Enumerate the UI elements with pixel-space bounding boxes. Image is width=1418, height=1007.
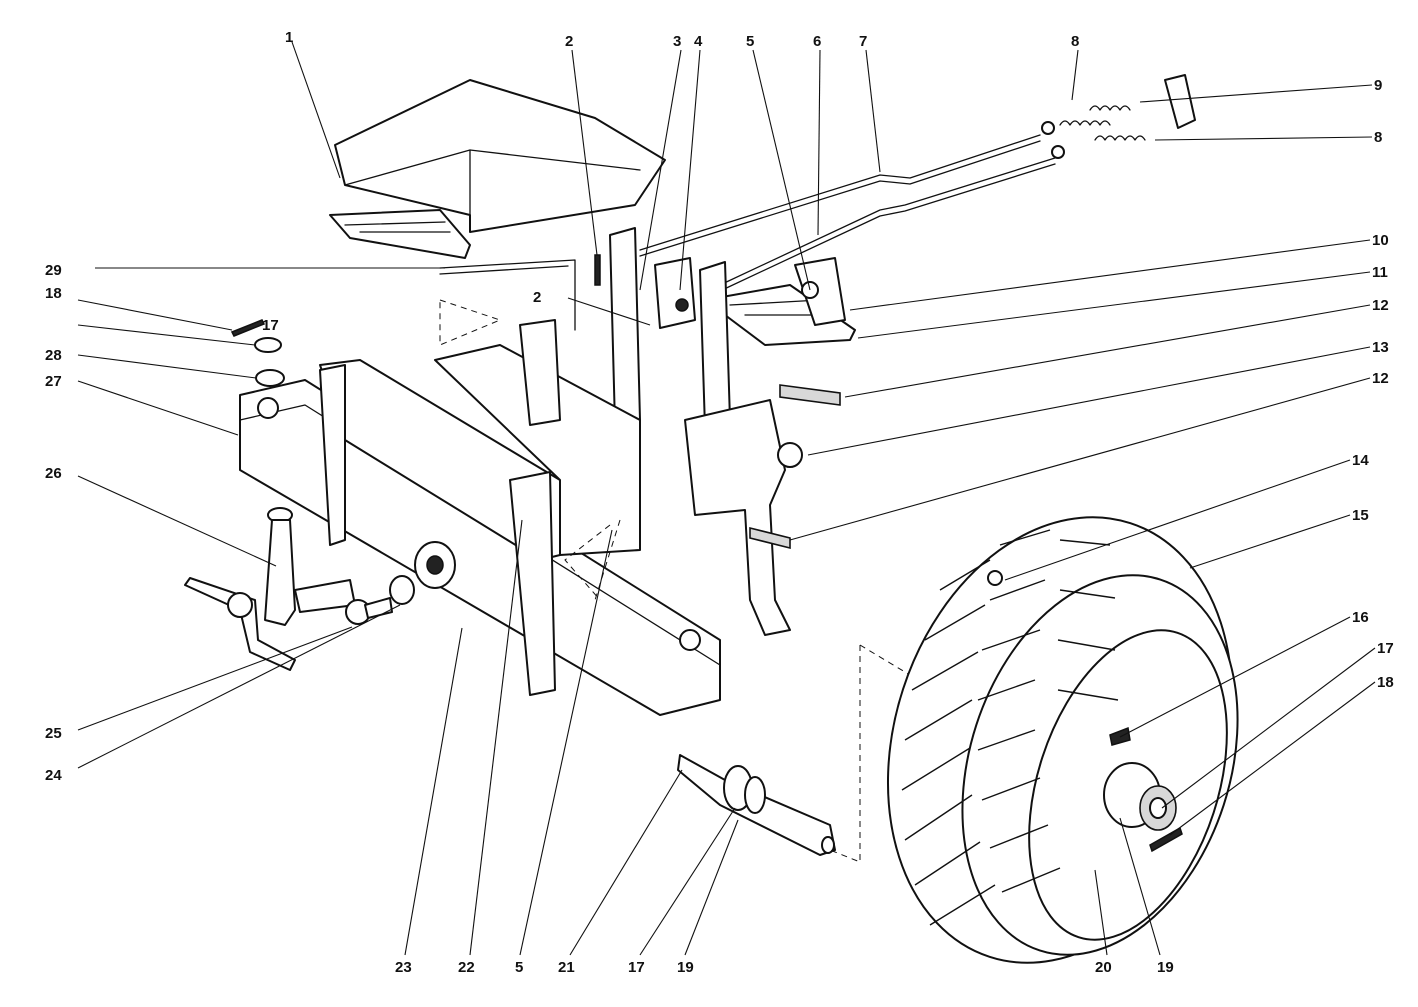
callout-13: 13 (1372, 339, 1389, 356)
callout-17: 17 (262, 317, 279, 334)
callout-18: 18 (45, 285, 62, 302)
callout-5: 5 (515, 959, 523, 976)
callout-12: 12 (1372, 297, 1389, 314)
callout-12: 12 (1372, 370, 1389, 387)
callout-numbers: 1 2 2 3 4 5 6 7 8 8 9 10 11 12 12 13 14 … (45, 29, 1394, 976)
callout-15: 15 (1352, 507, 1369, 524)
rear-wheel-tire (886, 516, 1239, 964)
bolt-and-bushing (345, 541, 456, 625)
callout-26: 26 (45, 465, 62, 482)
callout-25: 25 (45, 725, 62, 742)
callout-21: 21 (558, 959, 575, 976)
mounting-brackets (594, 227, 731, 429)
callout-6: 6 (813, 33, 821, 50)
assembly-lines (439, 299, 936, 863)
callout-5: 5 (746, 33, 754, 50)
callout-2: 2 (565, 33, 573, 50)
callout-3: 3 (673, 33, 681, 50)
callout-9: 9 (1374, 77, 1382, 94)
springs-and-clevis (1041, 74, 1196, 159)
callout-11: 11 (1372, 264, 1388, 281)
callout-27: 27 (45, 373, 62, 390)
callout-2: 2 (533, 289, 541, 306)
callout-10: 10 (1372, 232, 1389, 249)
callout-29: 29 (45, 262, 62, 279)
callout-14: 14 (1352, 452, 1369, 469)
seat-fender-panel (329, 79, 666, 259)
parts-artwork (184, 74, 1239, 964)
callout-8: 8 (1071, 33, 1079, 50)
callout-23: 23 (395, 959, 412, 976)
callout-18: 18 (1377, 674, 1394, 691)
callout-17: 17 (628, 959, 645, 976)
callout-4: 4 (694, 33, 703, 50)
callout-19: 19 (677, 959, 694, 976)
callout-19: 19 (1157, 959, 1174, 976)
main-frame (239, 319, 721, 716)
callout-28: 28 (45, 347, 62, 364)
callout-8: 8 (1374, 129, 1382, 146)
axle-support-plate (684, 281, 841, 636)
callout-20: 20 (1095, 959, 1112, 976)
brake-pedal (704, 257, 856, 346)
callout-17: 17 (1377, 640, 1394, 657)
callout-22: 22 (458, 959, 475, 976)
leader-lines (77, 41, 1376, 956)
front-spindle (184, 507, 356, 671)
callout-24: 24 (45, 767, 62, 784)
rear-axle (677, 754, 836, 856)
callout-7: 7 (859, 33, 867, 50)
callout-1: 1 (285, 29, 293, 46)
callout-16: 16 (1352, 609, 1369, 626)
